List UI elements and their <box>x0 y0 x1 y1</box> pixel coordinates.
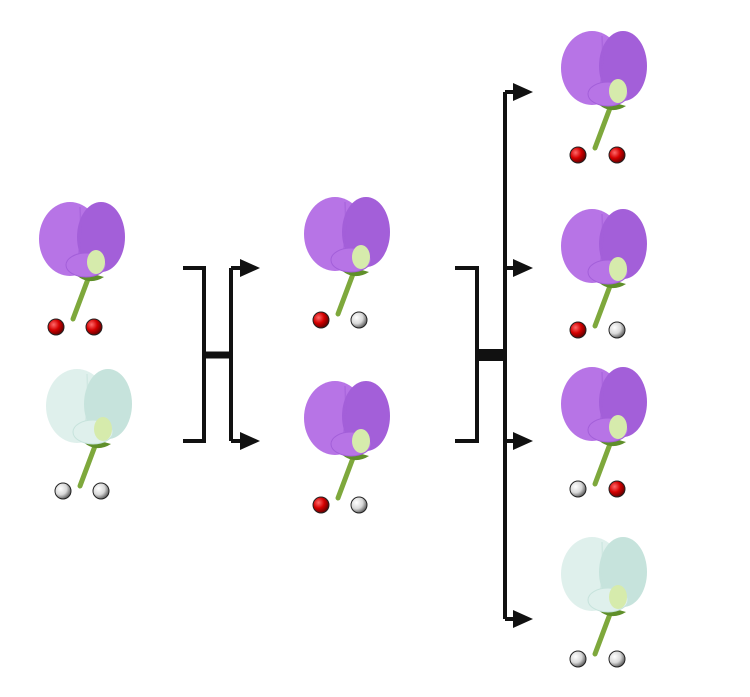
arrow-head-icon <box>240 432 260 450</box>
purple-flower-icon <box>561 209 647 329</box>
dominant-allele-icon <box>312 311 330 329</box>
arrow-head-icon <box>513 610 533 628</box>
f1-flower-1 <box>304 197 390 329</box>
recessive-allele-icon <box>608 321 626 339</box>
recessive-allele-icon <box>350 311 368 329</box>
dominant-allele-icon <box>85 318 103 336</box>
recessive-allele-icon <box>569 480 587 498</box>
f2-flower-3 <box>561 367 647 498</box>
f2-flower-2 <box>561 209 647 339</box>
purple-flower-icon <box>39 202 125 322</box>
white-flower-icon <box>46 369 132 489</box>
dominant-allele-icon <box>608 146 626 164</box>
parental-flower-2 <box>46 369 132 500</box>
arrow-head-icon <box>513 83 533 101</box>
f2-flower-4 <box>561 537 647 668</box>
dominant-allele-icon <box>569 146 587 164</box>
dominant-allele-icon <box>569 321 587 339</box>
arrow-head-icon <box>240 259 260 277</box>
cross-bracket-f1-to-f2 <box>455 83 533 628</box>
white-flower-icon <box>561 537 647 657</box>
recessive-allele-icon <box>54 482 72 500</box>
purple-flower-icon <box>561 367 647 487</box>
arrow-head-icon <box>513 259 533 277</box>
cross-bracket-p-to-f1 <box>183 259 260 450</box>
dominant-allele-icon <box>312 496 330 514</box>
recessive-allele-icon <box>350 496 368 514</box>
purple-flower-icon <box>304 197 390 317</box>
recessive-allele-icon <box>608 650 626 668</box>
dominant-allele-icon <box>608 480 626 498</box>
recessive-allele-icon <box>92 482 110 500</box>
f2-flower-1 <box>561 31 647 164</box>
parental-flower-1 <box>39 202 125 336</box>
flowers-layer <box>39 31 647 668</box>
recessive-allele-icon <box>569 650 587 668</box>
dominant-allele-icon <box>47 318 65 336</box>
purple-flower-icon <box>561 31 647 151</box>
purple-flower-icon <box>304 381 390 501</box>
arrow-head-icon <box>513 432 533 450</box>
f1-flower-2 <box>304 381 390 514</box>
